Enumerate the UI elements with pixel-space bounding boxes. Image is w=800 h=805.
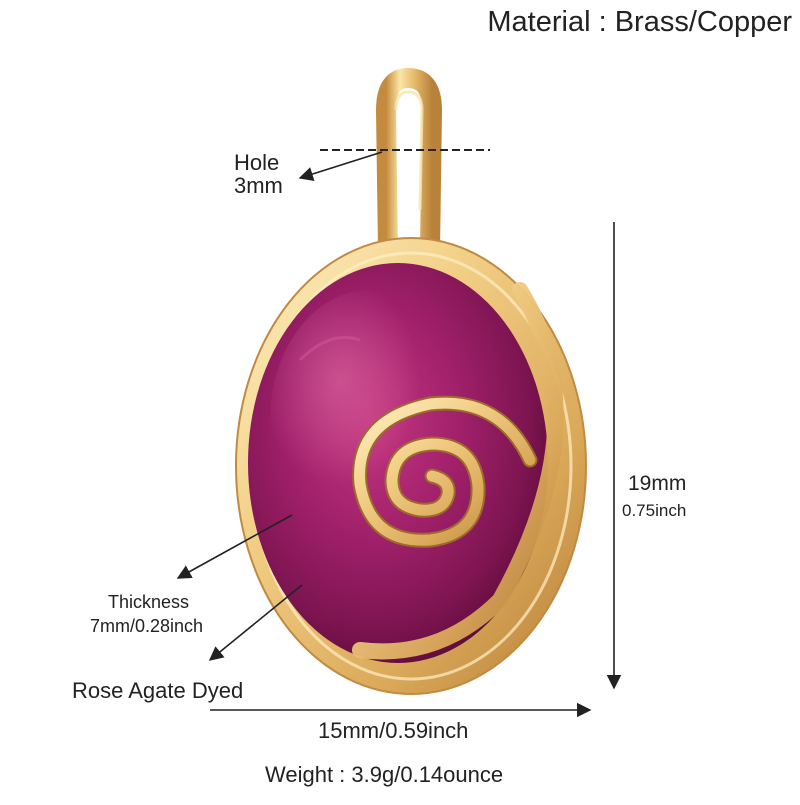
weight-label: Weight : 3.9g/0.14ounce bbox=[265, 762, 504, 787]
hole-size-label: 3mm bbox=[234, 173, 283, 198]
width-label: 15mm/0.59inch bbox=[318, 718, 469, 743]
height-mm-label: 19mm bbox=[628, 472, 687, 495]
spiral-wire bbox=[352, 395, 538, 548]
thickness-label: Thickness bbox=[108, 592, 190, 612]
height-inch-label: 0.75inch bbox=[622, 501, 687, 520]
material-label: Material : Brass/Copper bbox=[487, 6, 792, 38]
thickness-value: 7mm/0.28inch bbox=[90, 616, 204, 636]
thickness-arrow bbox=[176, 514, 293, 579]
hole-arrow bbox=[298, 151, 383, 181]
hole-label: Hole bbox=[234, 150, 280, 175]
stone-arrow bbox=[208, 584, 303, 661]
bail bbox=[375, 67, 443, 260]
stone-label: Rose Agate Dyed bbox=[72, 678, 244, 703]
